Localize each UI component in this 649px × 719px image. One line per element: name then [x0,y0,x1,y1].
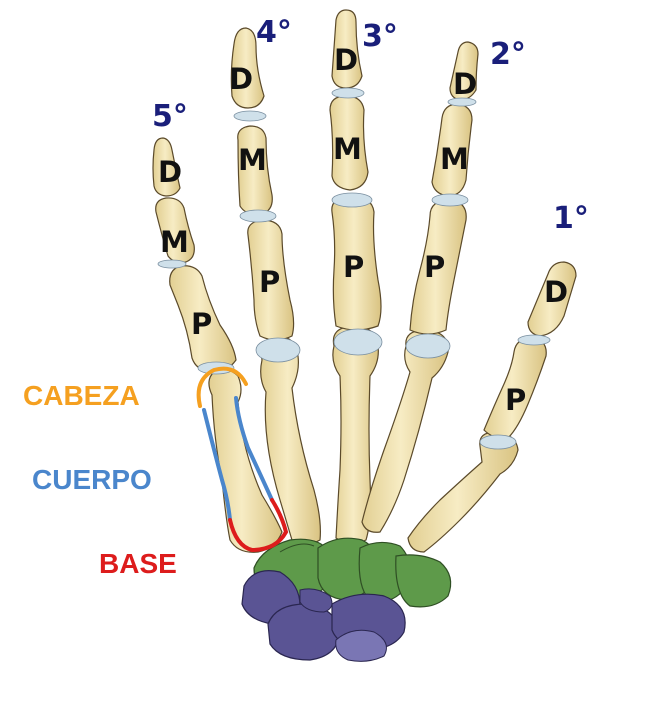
proximal-carpals [241,570,406,662]
finger-3-distal-label: D [334,43,359,77]
finger-4-bones [230,27,321,545]
body-outline-left [202,408,232,522]
finger-4-proximal-label: P [259,265,281,299]
finger-4-distal-label: D [229,62,254,96]
finger-number-3: 3° [362,19,398,54]
finger-number-2: 2° [490,37,526,72]
finger-1-proximal-label: P [505,383,527,417]
distal-carpals [253,537,452,608]
head-outline [196,366,248,408]
distal-phalanx-3 [331,9,363,89]
distal-phalanx-5 [152,137,181,197]
finger-5-proximal-label: P [191,307,213,341]
base-outline [228,498,289,553]
distal-phalanx-2 [449,41,479,101]
distal-phalanx-4 [230,27,265,109]
head-label: CABEZA [23,380,140,411]
finger-3-middle-label: M [333,132,362,166]
finger-number-4: 4° [256,15,292,50]
base-label: BASE [99,548,177,579]
finger-3-proximal-label: P [343,250,365,284]
finger-1-bones [407,261,577,553]
middle-phalanx-5 [155,197,195,263]
finger-5-distal-label: D [158,155,183,189]
finger-1-distal-label: D [544,275,569,309]
finger-2-distal-label: D [453,67,478,101]
finger-3-bones [329,9,383,545]
distal-phalanx-1 [527,261,577,337]
finger-number-1: 1° [553,201,589,236]
middle-phalanx-4 [237,125,273,215]
finger-5-middle-label: M [160,225,189,259]
body-label: CUERPO [32,464,152,495]
finger-2-bones [361,41,479,533]
finger-2-proximal-label: P [424,250,446,284]
finger-2-middle-label: M [440,142,469,176]
finger-number-5: 5° [152,99,188,134]
metacarpal-1 [407,431,519,553]
body-outline-right [234,396,274,502]
finger-4-middle-label: M [238,143,267,177]
